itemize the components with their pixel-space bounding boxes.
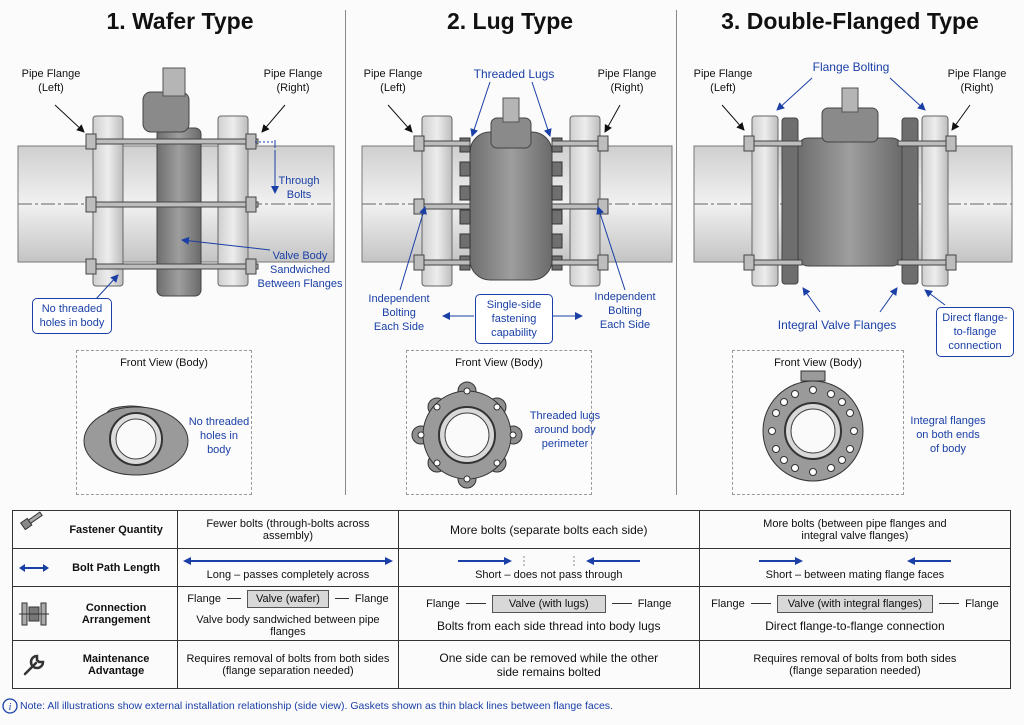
- side-view-illustrations: [17, 67, 1013, 320]
- double-flanged-side-view: [693, 77, 1013, 313]
- table-cell: Requires removal of bolts from both side…: [698, 640, 1012, 689]
- double-flanged-front-view: Front View (Body): [732, 350, 904, 495]
- table-row: Connection Arrangement Flange Valve (waf…: [11, 586, 1012, 641]
- table-cell: More bolts (separate bolts each side): [397, 510, 700, 549]
- flange-label: Flange: [965, 597, 999, 610]
- wafer-front-note: No threaded holes in body: [188, 416, 250, 456]
- valve-chip: Valve (with lugs): [491, 594, 606, 613]
- connection-text: Valve body sandwiched between pipe flang…: [196, 613, 380, 638]
- divider: [345, 10, 346, 495]
- lug-front-view: Front View (Body) Threaded lugs around b…: [406, 350, 600, 495]
- flanged-body-front-icon: [762, 370, 864, 482]
- long-arrow-icon: [182, 557, 393, 565]
- comparison-table: Fastener Quantity Fewer bolts (through-b…: [11, 510, 1012, 689]
- table-cell: More bolts (between pipe flanges and int…: [698, 510, 1012, 549]
- independent-bolting-left-label: Independent Bolting Each Side: [368, 293, 430, 333]
- flange-label: Flange: [187, 592, 221, 605]
- front-view-title: Front View (Body): [120, 357, 208, 369]
- svg-text:i: i: [9, 702, 12, 713]
- flange-assembly-icon: [19, 602, 49, 626]
- flange-label: Flange: [711, 597, 745, 610]
- double-flanged-front-note: Integral flanges on both ends of body: [910, 415, 986, 455]
- table-cell: Fewer bolts (through-bolts across assemb…: [177, 510, 399, 549]
- table-cell: Flange Valve (with integral flanges) Fla…: [698, 586, 1012, 641]
- table-row: Fastener Quantity Fewer bolts (through-b…: [11, 510, 1012, 549]
- flange-bolting-label: Flange Bolting: [812, 60, 890, 74]
- flange-label: Flange: [354, 592, 389, 605]
- connection-text: Bolts from each side thread into body lu…: [437, 618, 661, 633]
- bolt-path-text: Short – does not pass through: [475, 569, 623, 581]
- row-header-label: Connection Arrangement: [81, 601, 151, 626]
- table-cell: Flange Valve (with lugs) Flange Bolts fr…: [397, 586, 700, 641]
- independent-bolting-right-label: Independent Bolting Each Side: [594, 291, 656, 331]
- row-header: Connection Arrangement: [11, 586, 179, 641]
- table-cell: Requires removal of bolts from both side…: [177, 640, 399, 689]
- front-view-title: Front View (Body): [774, 357, 862, 369]
- wafer-front-view: Front View (Body) No threaded holes in b…: [76, 350, 252, 495]
- connection-diagram: Flange Valve (with integral flanges) Fla…: [704, 594, 1006, 613]
- flange-label: Flange: [637, 597, 672, 610]
- wafer-side-view: [17, 67, 335, 301]
- row-header-label: Fastener Quantity: [69, 523, 163, 536]
- table-row: Maintenance Advantage Requires removal o…: [11, 640, 1012, 689]
- double-arrow-icon: [19, 564, 49, 572]
- table-cell: Flange Valve (wafer) Flange Valve body s…: [177, 586, 399, 641]
- info-icon: i: [2, 698, 18, 714]
- integral-valve-flanges-label: Integral Valve Flanges: [777, 318, 897, 332]
- bolt-icon: [19, 511, 43, 530]
- wafer-pipe-flange-right-label: Pipe Flange (Right): [263, 68, 323, 94]
- double-flanged-title: 3. Double-Flanged Type: [721, 8, 979, 34]
- bolt-path-text: Long – passes completely across: [206, 569, 370, 581]
- row-header-label: Bolt Path Length: [72, 561, 161, 574]
- wrench-icon: [23, 654, 45, 676]
- wafer-title: 1. Wafer Type: [106, 8, 254, 34]
- connection-text: Direct flange-to-flange connection: [765, 618, 945, 633]
- footnote: Note: All illustrations show external in…: [20, 700, 613, 712]
- valve-chip: Valve (with integral flanges): [776, 594, 934, 613]
- valve-chip: Valve (wafer): [246, 589, 329, 608]
- table-cell: One side can be removed while the other …: [397, 640, 700, 689]
- short-arrows-icon: [758, 557, 951, 565]
- flange-label: Flange: [426, 597, 460, 610]
- lug-front-note: Threaded lugs around body perimeter: [529, 410, 601, 450]
- table-row: Bolt Path Length Long – passes completel…: [11, 548, 1012, 587]
- lug-side-view: [361, 81, 673, 320]
- front-view-title: Front View (Body): [455, 357, 543, 369]
- wafer-body-front-icon: [83, 405, 189, 476]
- connection-diagram: Flange Valve (wafer) Flange: [182, 589, 394, 608]
- row-header-label: Maintenance Advantage: [82, 652, 150, 677]
- row-header: Fastener Quantity: [11, 510, 179, 549]
- single-side-fastening-callout: Single-side fastening capability: [475, 294, 553, 344]
- direct-connection-callout: Direct flange- to-flange connection: [936, 307, 1014, 357]
- threaded-lugs-label: Threaded Lugs: [473, 67, 555, 81]
- table-cell: Long – passes completely across: [177, 548, 399, 587]
- short-arrows-icon: [457, 556, 640, 566]
- table-cell: Short – between mating flange faces: [698, 548, 1012, 587]
- lug-pipe-flange-right-label: Pipe Flange (Right): [597, 68, 657, 94]
- lug-pipe-flange-left-label: Pipe Flange (Left): [363, 68, 423, 94]
- row-header: Maintenance Advantage: [11, 640, 179, 689]
- double-pipe-flange-right-label: Pipe Flange (Right): [947, 68, 1007, 94]
- row-header: Bolt Path Length: [11, 548, 179, 587]
- no-threaded-holes-callout: No threaded holes in body: [32, 298, 112, 334]
- connection-diagram: Flange Valve (with lugs) Flange: [403, 594, 695, 613]
- wafer-pipe-flange-left-label: Pipe Flange (Left): [21, 68, 81, 94]
- through-bolts-label: Through Bolts: [278, 175, 320, 201]
- sandwiched-label: Valve Body Sandwiched Between Flanges: [257, 250, 343, 290]
- divider: [676, 10, 677, 495]
- double-pipe-flange-left-label: Pipe Flange (Left): [693, 68, 753, 94]
- lug-title: 2. Lug Type: [446, 8, 574, 34]
- table-cell: Short – does not pass through: [397, 548, 700, 587]
- bolt-path-text: Short – between mating flange faces: [765, 569, 945, 581]
- lug-body-front-icon: [411, 381, 523, 489]
